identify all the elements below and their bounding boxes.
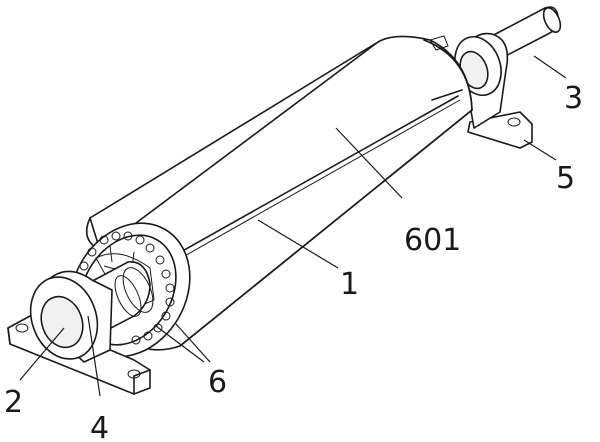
label-601: 601 — [404, 223, 461, 258]
label-2: 2 — [4, 385, 23, 420]
label-4: 4 — [90, 411, 109, 442]
leader-5 — [523, 139, 557, 161]
leader-601 — [335, 127, 403, 199]
leader-lines — [19, 55, 567, 397]
ball-ring — [79, 231, 175, 345]
leader-1 — [257, 219, 339, 269]
left-bearing-seat — [7, 270, 151, 395]
label-3: 3 — [564, 81, 583, 116]
label-6: 6 — [208, 365, 227, 400]
label-1: 1 — [340, 267, 359, 302]
leader-6b — [175, 323, 211, 363]
leader-6a — [155, 325, 205, 363]
leader-2 — [19, 327, 65, 381]
label-5: 5 — [556, 161, 575, 196]
leader-3 — [533, 55, 567, 79]
leader-4 — [87, 315, 101, 397]
